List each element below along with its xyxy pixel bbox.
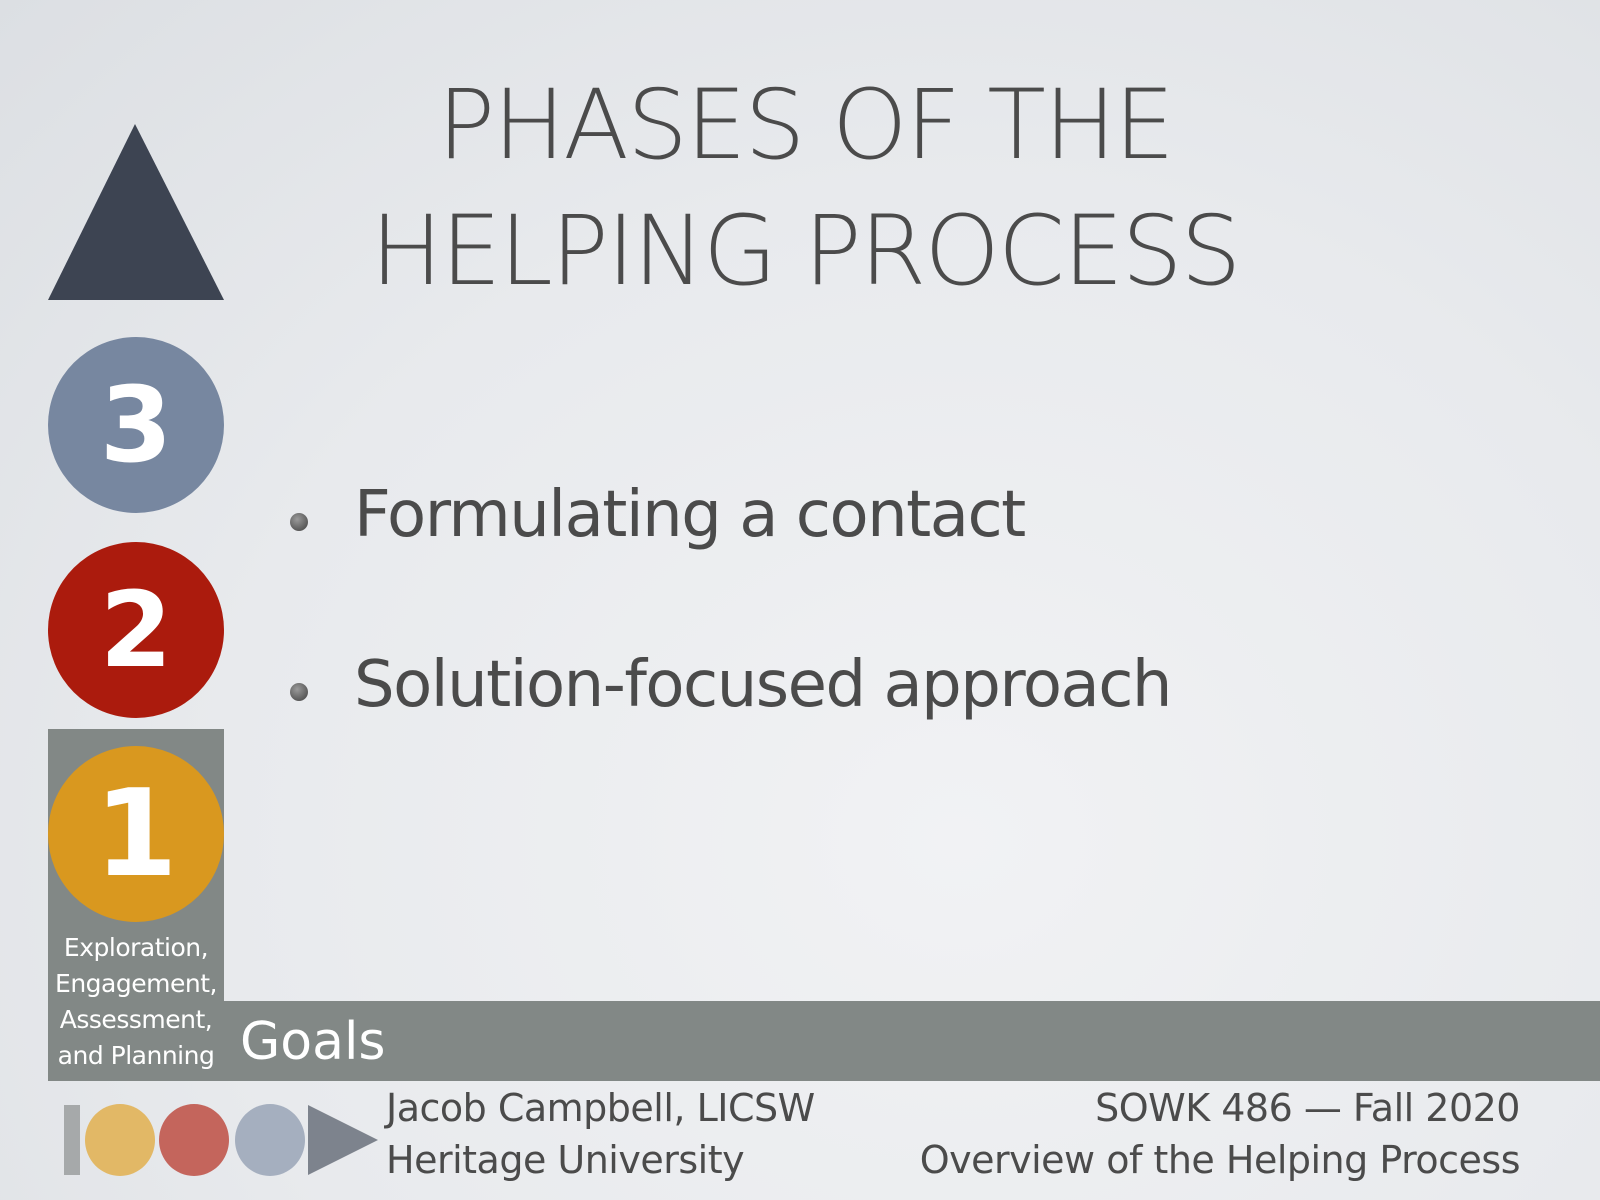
slide-title: PHASES OF THE HELPING PROCESS xyxy=(240,62,1370,314)
bullet-dot-icon xyxy=(290,683,308,701)
slide-title-line-2: HELPING PROCESS xyxy=(370,195,1242,307)
author-institution: Heritage University xyxy=(386,1138,745,1182)
bullet-text: Formulating a contact xyxy=(354,478,1026,552)
course-topic: Overview of the Helping Process xyxy=(919,1138,1521,1182)
phase-3-number: 3 xyxy=(99,364,173,486)
phase-3-circle: 3 xyxy=(48,337,224,513)
phase-label-line-3: Assessment, xyxy=(59,1005,213,1034)
section-label: Goals xyxy=(240,1012,386,1072)
phase-2-circle: 2 xyxy=(48,542,224,718)
slide-title-line-1: PHASES OF THE xyxy=(437,69,1175,181)
active-phase-label: Exploration, Engagement, Assessment, and… xyxy=(48,930,224,1074)
phase-label-line-2: Engagement, xyxy=(55,969,217,998)
author-name: Jacob Campbell, LICSW xyxy=(386,1086,815,1130)
phase-label-line-4: and Planning xyxy=(57,1041,215,1070)
bullet-dot-icon xyxy=(290,513,308,531)
phase-2-number: 2 xyxy=(99,569,173,691)
footer-author: Jacob Campbell, LICSW Heritage Universit… xyxy=(386,1082,815,1186)
course-logo-icon xyxy=(64,1100,384,1180)
bullet-text: Solution-focused approach xyxy=(354,648,1172,722)
phase-1-circle: 1 xyxy=(48,746,224,922)
phase-1-number: 1 xyxy=(94,764,178,904)
triangle-icon xyxy=(48,124,224,304)
footer-course: SOWK 486 — Fall 2020 Overview of the Hel… xyxy=(919,1082,1521,1186)
course-code-term: SOWK 486 — Fall 2020 xyxy=(1095,1086,1520,1130)
section-bar xyxy=(224,1001,1600,1081)
phase-label-line-1: Exploration, xyxy=(63,933,209,962)
